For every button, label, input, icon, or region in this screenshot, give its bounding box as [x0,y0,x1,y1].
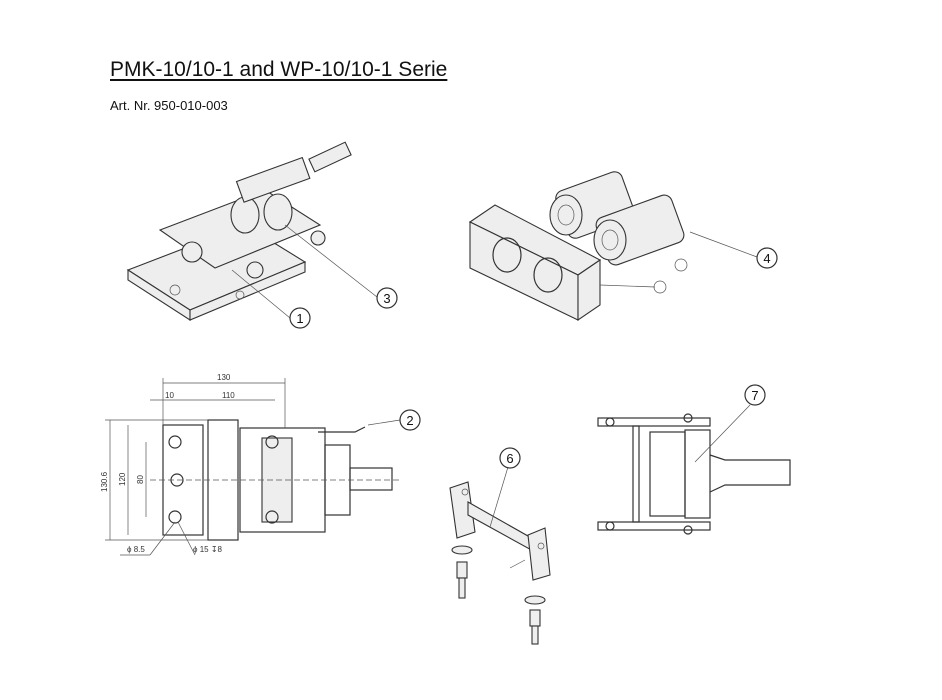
callout-7: 7 [744,384,766,406]
isometric-assembly-drawing [126,141,378,322]
document-title: PMK-10/10-1 and WP-10/10-1 Serie [110,58,448,81]
svg-text:3: 3 [383,291,390,306]
callout-1: 1 [289,307,311,329]
plate-bushings-drawing [468,171,758,322]
callout-3: 3 [376,287,398,309]
svg-text:4: 4 [763,251,770,266]
svg-text:7: 7 [751,388,758,403]
top-view-dimensioned-drawing [105,378,401,556]
u-bracket-drawing [449,466,551,645]
dim-height-center: 80 [136,475,145,484]
dim-offset: 10 [165,391,174,400]
dim-width-overall: 130 [217,373,231,382]
dim-hole-small: ϕ 8.5 [127,545,145,554]
svg-text:6: 6 [506,451,513,466]
dim-width-inner: 110 [222,391,235,400]
svg-text:2: 2 [406,413,413,428]
side-view-drawing [597,404,791,535]
dim-hole-large: ϕ 15 ↧8 [193,545,223,554]
dim-height-holes: 120 [118,472,127,486]
dim-height-overall: 130.6 [100,471,109,492]
callout-2: 2 [399,409,421,431]
article-number: Art. Nr. 950-010-003 [110,98,228,113]
callout-6: 6 [499,447,521,469]
svg-text:1: 1 [296,311,303,326]
callout-4: 4 [756,247,778,269]
